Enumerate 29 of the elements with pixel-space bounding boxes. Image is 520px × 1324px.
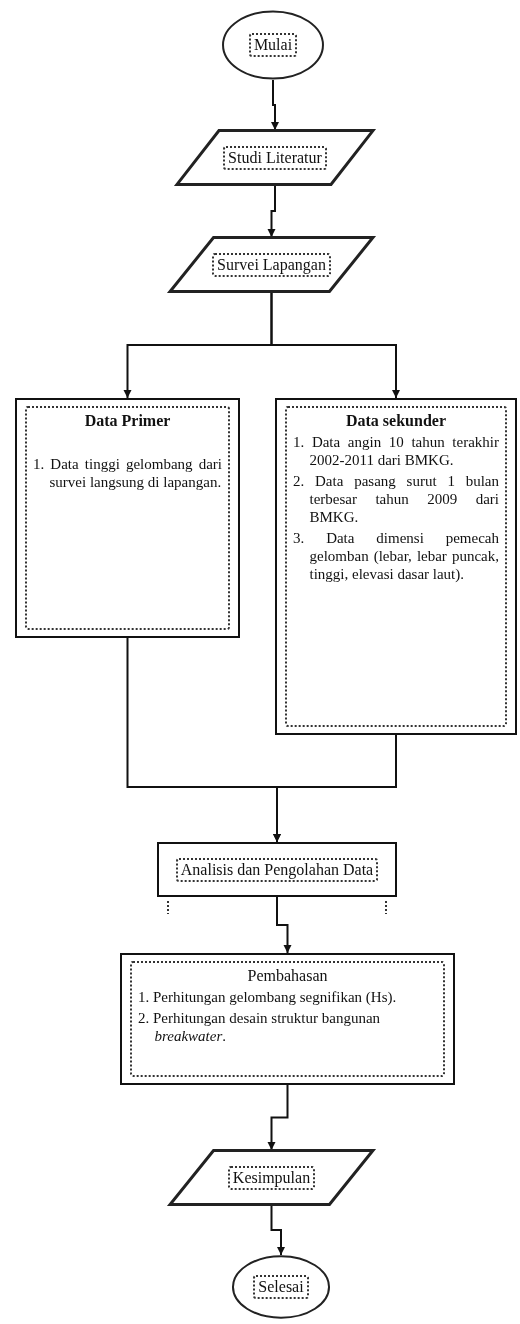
node-label: Analisis dan Pengolahan Data xyxy=(175,857,379,882)
terminal-ellipse xyxy=(232,1255,330,1319)
terminal-ellipse xyxy=(222,10,324,80)
list-item: 1. Perhitungan gelombang segnifikan (Hs). xyxy=(138,988,398,1006)
arrow xyxy=(267,184,276,238)
process-box xyxy=(157,842,397,897)
node-label: Mulai xyxy=(248,33,298,57)
list-item: 1. Data tinggi gelombang dari survei langsung di lapangan. xyxy=(33,455,222,491)
node-label: Studi Literatur xyxy=(223,145,327,170)
list-item: 3. Data dimensi pemecah gelomban (lebar, lebar puncak, tinggi, elevasi dasar laut). xyxy=(293,529,499,583)
list-item: 2. Perhitungan desain struktur bangunan breakwater. xyxy=(138,1009,382,1045)
arrow xyxy=(273,734,397,843)
box-heading: Data Primer xyxy=(83,412,172,430)
list-item: 1. Data angin 10 tahun terakhir 2002-2011 dari BMKG. xyxy=(293,433,499,469)
process-box xyxy=(120,953,455,1085)
arrow xyxy=(270,1204,285,1256)
arrow xyxy=(271,79,279,131)
arrow xyxy=(276,896,292,954)
node-label: Kesimpulan xyxy=(227,1165,316,1190)
list-item: 2. Data pasang surut 1 bulan terbesar tahun 2009 dari BMKG. xyxy=(293,472,499,526)
data-parallelogram xyxy=(175,130,375,185)
data-parallelogram xyxy=(168,237,375,292)
arrow xyxy=(270,291,400,399)
node-label: Selesai xyxy=(253,1275,309,1299)
arrow xyxy=(267,1084,289,1151)
box-heading: Pembahasan xyxy=(246,967,329,985)
data-parallelogram xyxy=(168,1150,375,1205)
box-heading: Data sekunder xyxy=(345,412,447,430)
node-label: Survei Lapangan xyxy=(212,252,331,277)
